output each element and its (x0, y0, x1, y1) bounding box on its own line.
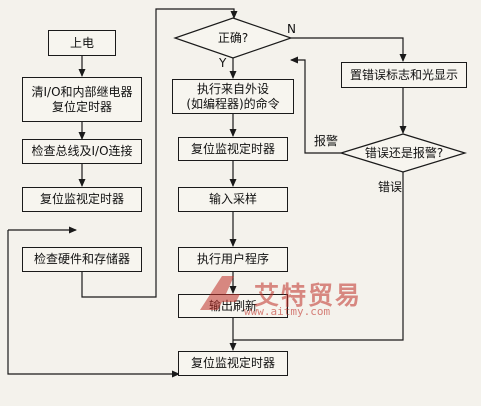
node-clear-relays: 清I/O和内部继电器 复位定时器 (22, 77, 142, 122)
edge-correct-no (291, 37, 407, 62)
node-power-on-text: 上电 (69, 35, 94, 50)
node-clear-relays-line2: 复位定时器 (51, 99, 112, 114)
decision-error-alarm-text: 错误还是报警? (364, 146, 444, 160)
node-reset-watchdog-3: 复位监视定时器 (178, 351, 288, 376)
decision-correct-text: 正确? (217, 31, 249, 45)
edge-error (233, 172, 404, 341)
node-output-refresh-text: 输出刷新 (208, 298, 257, 313)
node-exec-peripheral-cmd: 执行来自外设 (如编程器)的命令 (172, 79, 294, 114)
edge-checkhw-to-top (81, 8, 238, 298)
node-reset-watchdog-1: 复位监视定时器 (22, 187, 142, 212)
edge-reset1-loop-to-reset3 (7, 230, 180, 378)
label-no: N (287, 22, 296, 36)
node-power-on: 上电 (48, 30, 116, 56)
node-clear-relays-line1: 清I/O和内部继电器 (31, 84, 133, 99)
node-set-error-flag-text: 置错误标志和光显示 (349, 67, 458, 82)
edge-alarm (290, 56, 341, 154)
node-check-bus: 检查总线及I/O连接 (22, 139, 142, 164)
node-exec-cmd-line2: (如编程器)的命令 (186, 96, 280, 111)
node-exec-cmd-line1: 执行来自外设 (196, 81, 269, 96)
node-exec-user-program: 执行用户程序 (178, 247, 288, 272)
node-reset-watchdog-2-text: 复位监视定时器 (190, 141, 275, 156)
node-input-sample: 输入采样 (178, 187, 288, 212)
node-input-sample-text: 输入采样 (208, 192, 257, 206)
node-output-refresh: 输出刷新 (178, 294, 288, 318)
node-reset-watchdog-2: 复位监视定时器 (178, 137, 288, 161)
node-exec-user-program-text: 执行用户程序 (196, 252, 269, 266)
label-alarm: 报警 (314, 134, 339, 148)
label-error: 错误 (378, 180, 403, 194)
node-reset-watchdog-1-text: 复位监视定时器 (39, 192, 124, 206)
node-set-error-flag: 置错误标志和光显示 (341, 62, 467, 88)
node-reset-watchdog-3-text: 复位监视定时器 (190, 356, 275, 370)
node-check-bus-text: 检查总线及I/O连接 (31, 144, 133, 158)
node-check-hardware-text: 检查硬件和存储器 (33, 252, 130, 266)
label-yes: Y (219, 56, 227, 70)
node-check-hardware: 检查硬件和存储器 (22, 247, 142, 272)
